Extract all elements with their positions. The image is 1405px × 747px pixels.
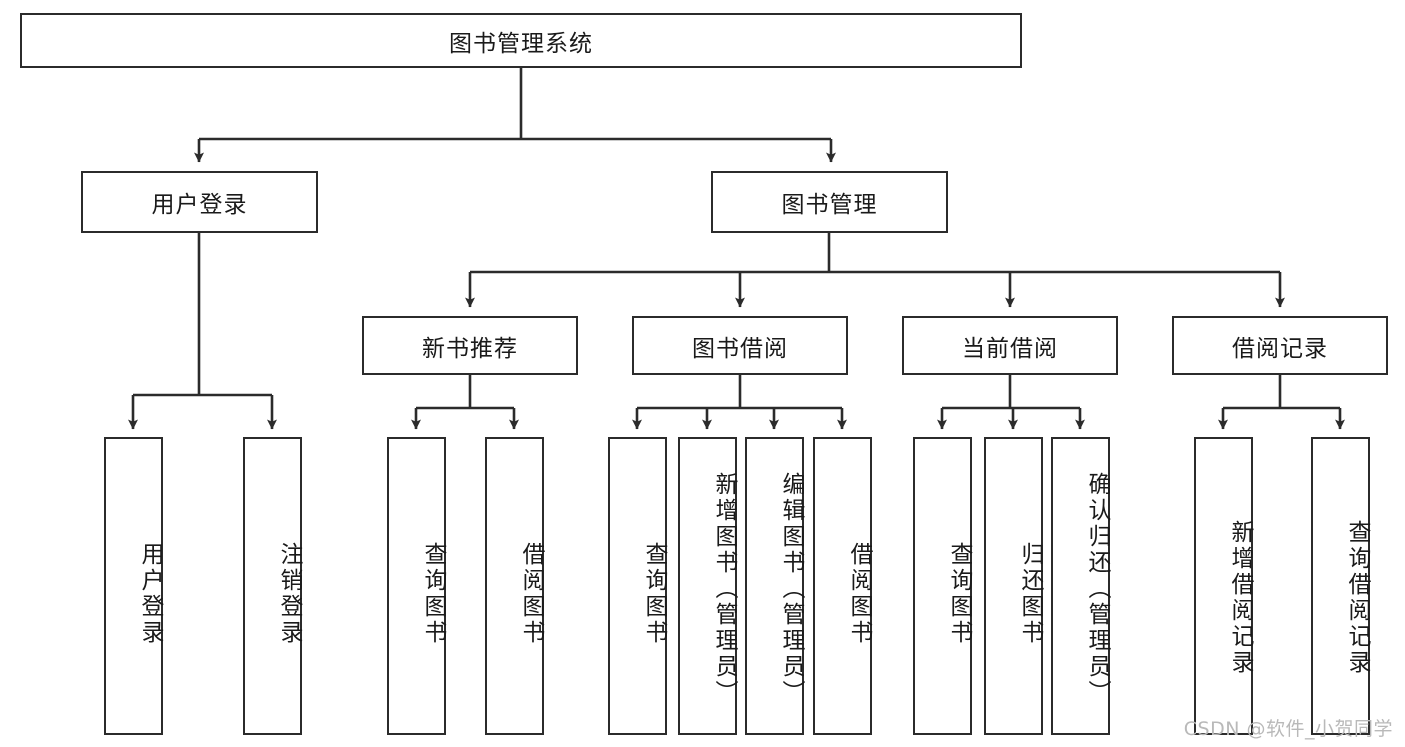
node-book-manage[interactable]: 图书管理 bbox=[711, 171, 948, 233]
node-user-login-label: 用户登录 bbox=[151, 192, 248, 218]
csdn-watermark: CSDN @软件_小贺同学 bbox=[1183, 718, 1393, 740]
node-leaf-add-book-label: 新增图书（管理员） bbox=[711, 472, 737, 706]
node-leaf-edit-book-label: 编辑图书（管理员） bbox=[778, 472, 804, 706]
node-leaf-user-login[interactable]: 用户登录 bbox=[104, 437, 163, 735]
node-leaf-borrow-book-2-label: 借阅图书 bbox=[846, 542, 872, 646]
node-leaf-confirm-return[interactable]: 确认归还（管理员） bbox=[1051, 437, 1110, 735]
node-leaf-query-book-1[interactable]: 查询图书 bbox=[387, 437, 446, 735]
node-leaf-user-login-label: 用户登录 bbox=[137, 542, 163, 646]
node-leaf-query-book-2[interactable]: 查询图书 bbox=[608, 437, 667, 735]
node-new-book-rec-label: 新书推荐 bbox=[422, 335, 518, 362]
node-book-borrow-label: 图书借阅 bbox=[692, 335, 788, 362]
node-leaf-query-record-label: 查询借阅记录 bbox=[1344, 520, 1370, 676]
node-leaf-query-record[interactable]: 查询借阅记录 bbox=[1311, 437, 1370, 735]
node-borrow-record-label: 借阅记录 bbox=[1232, 335, 1328, 362]
node-leaf-query-book-3[interactable]: 查询图书 bbox=[913, 437, 972, 735]
node-leaf-user-logout[interactable]: 注销登录 bbox=[243, 437, 302, 735]
node-new-book-rec[interactable]: 新书推荐 bbox=[362, 316, 578, 375]
node-leaf-query-book-2-label: 查询图书 bbox=[641, 542, 667, 646]
node-root[interactable]: 图书管理系统 bbox=[20, 13, 1022, 68]
node-book-manage-label: 图书管理 bbox=[781, 192, 878, 218]
node-book-borrow[interactable]: 图书借阅 bbox=[632, 316, 848, 375]
node-current-borrow-label: 当前借阅 bbox=[962, 335, 1058, 362]
node-leaf-add-book[interactable]: 新增图书（管理员） bbox=[678, 437, 737, 735]
node-leaf-edit-book[interactable]: 编辑图书（管理员） bbox=[745, 437, 804, 735]
node-leaf-query-book-1-label: 查询图书 bbox=[420, 542, 446, 646]
node-root-label: 图书管理系统 bbox=[449, 30, 593, 57]
node-leaf-confirm-return-label: 确认归还（管理员） bbox=[1084, 472, 1110, 706]
node-current-borrow[interactable]: 当前借阅 bbox=[902, 316, 1118, 375]
node-leaf-user-logout-label: 注销登录 bbox=[276, 542, 302, 646]
node-leaf-add-record-label: 新增借阅记录 bbox=[1227, 520, 1253, 676]
node-leaf-return-book[interactable]: 归还图书 bbox=[984, 437, 1043, 735]
node-leaf-borrow-book-2[interactable]: 借阅图书 bbox=[813, 437, 872, 735]
node-leaf-add-record[interactable]: 新增借阅记录 bbox=[1194, 437, 1253, 735]
node-leaf-borrow-book-1[interactable]: 借阅图书 bbox=[485, 437, 544, 735]
node-borrow-record[interactable]: 借阅记录 bbox=[1172, 316, 1388, 375]
node-leaf-query-book-3-label: 查询图书 bbox=[946, 542, 972, 646]
node-user-login[interactable]: 用户登录 bbox=[81, 171, 318, 233]
node-leaf-return-book-label: 归还图书 bbox=[1017, 542, 1043, 646]
node-leaf-borrow-book-1-label: 借阅图书 bbox=[518, 542, 544, 646]
